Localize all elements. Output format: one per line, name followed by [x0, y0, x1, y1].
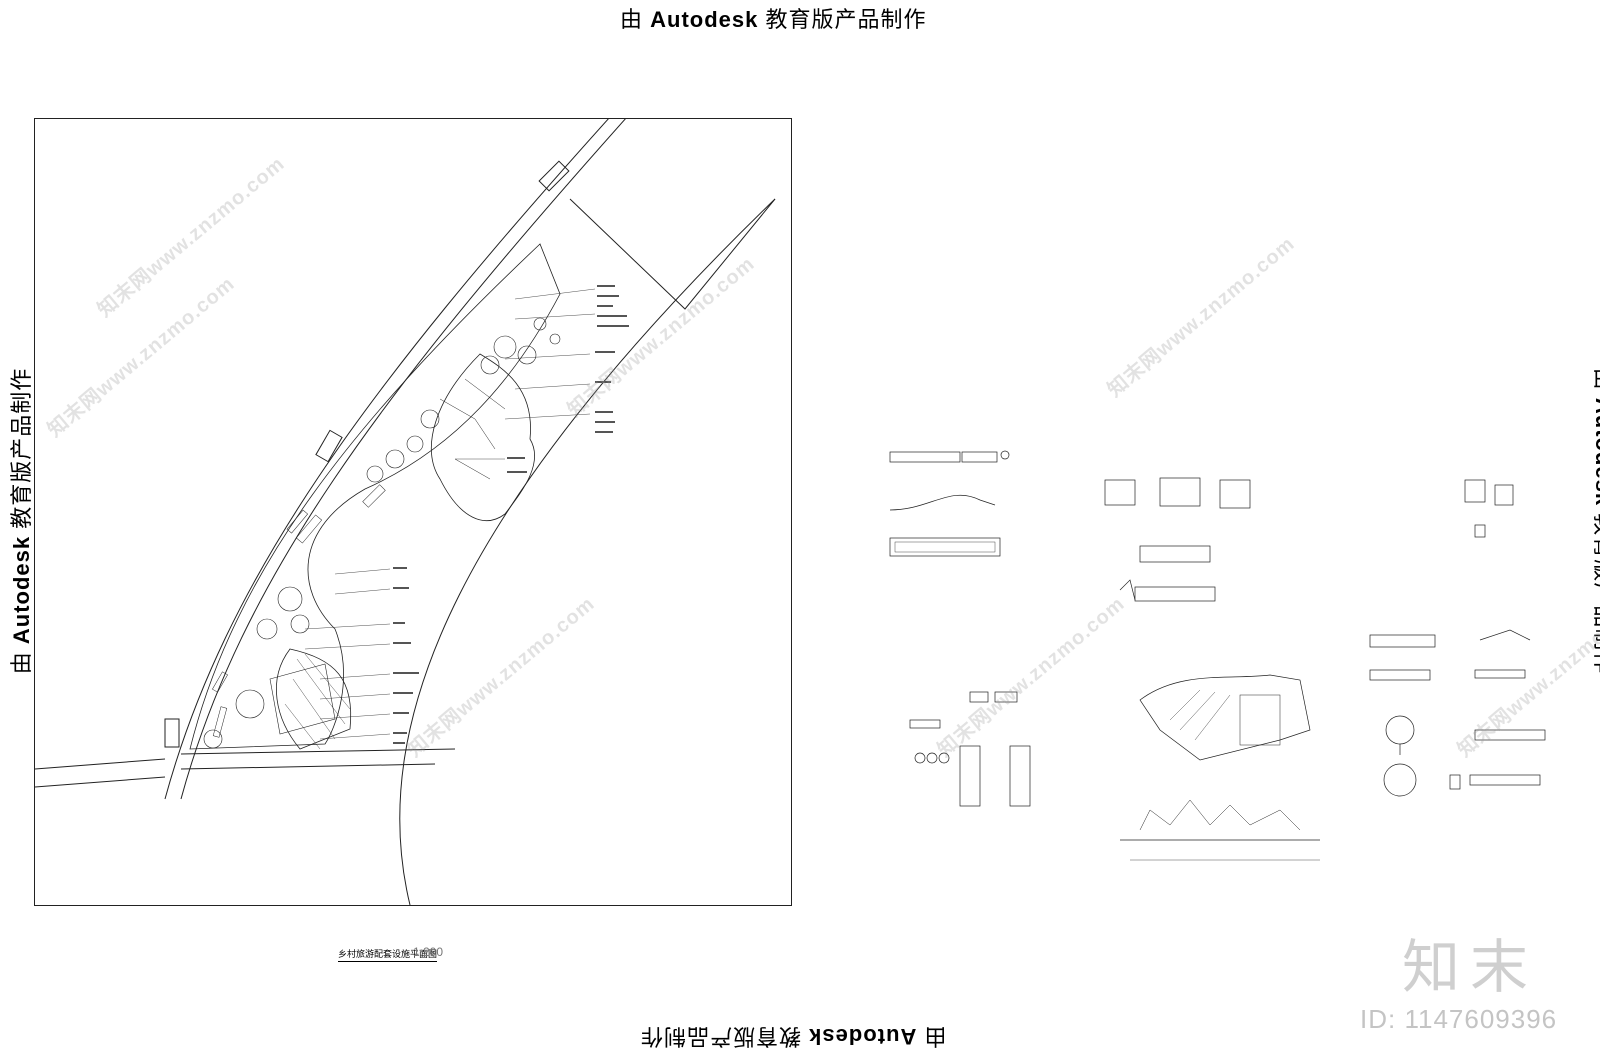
- autodesk-stamp-top: 由 Autodesk 教育版产品制作: [620, 7, 927, 32]
- detail-group-6: [1369, 629, 1546, 797]
- detail-group-1: [889, 450, 1010, 557]
- watermark: 知末网www.znzmo.com: [1103, 232, 1300, 402]
- plan-title: 乡村旅游配套设施平面图: [338, 947, 438, 962]
- site-plan-drawing: [35, 119, 776, 905]
- autodesk-stamp-right: 由 Autodesk 教育版产品制作: [1591, 368, 1600, 675]
- detail-group-2: [1104, 477, 1251, 602]
- detail-group-3: [1464, 479, 1514, 538]
- image-id-label: ID: 1147609396: [1360, 1004, 1558, 1034]
- plan-scale: 1:200: [413, 945, 444, 959]
- brand-logo: 知末: [1402, 933, 1539, 1001]
- detail-group-5: [1120, 674, 1320, 861]
- detail-drawings: [889, 450, 1546, 861]
- site-plan-sheet: 乡村旅游配套设施平面图 1:200: [34, 118, 792, 962]
- autodesk-stamp-left: 由 Autodesk 教育版产品制作: [9, 367, 34, 675]
- autodesk-stamp-bottom: 由 Autodesk 教育版产品制作: [640, 1024, 947, 1049]
- detail-group-4: [909, 691, 1031, 807]
